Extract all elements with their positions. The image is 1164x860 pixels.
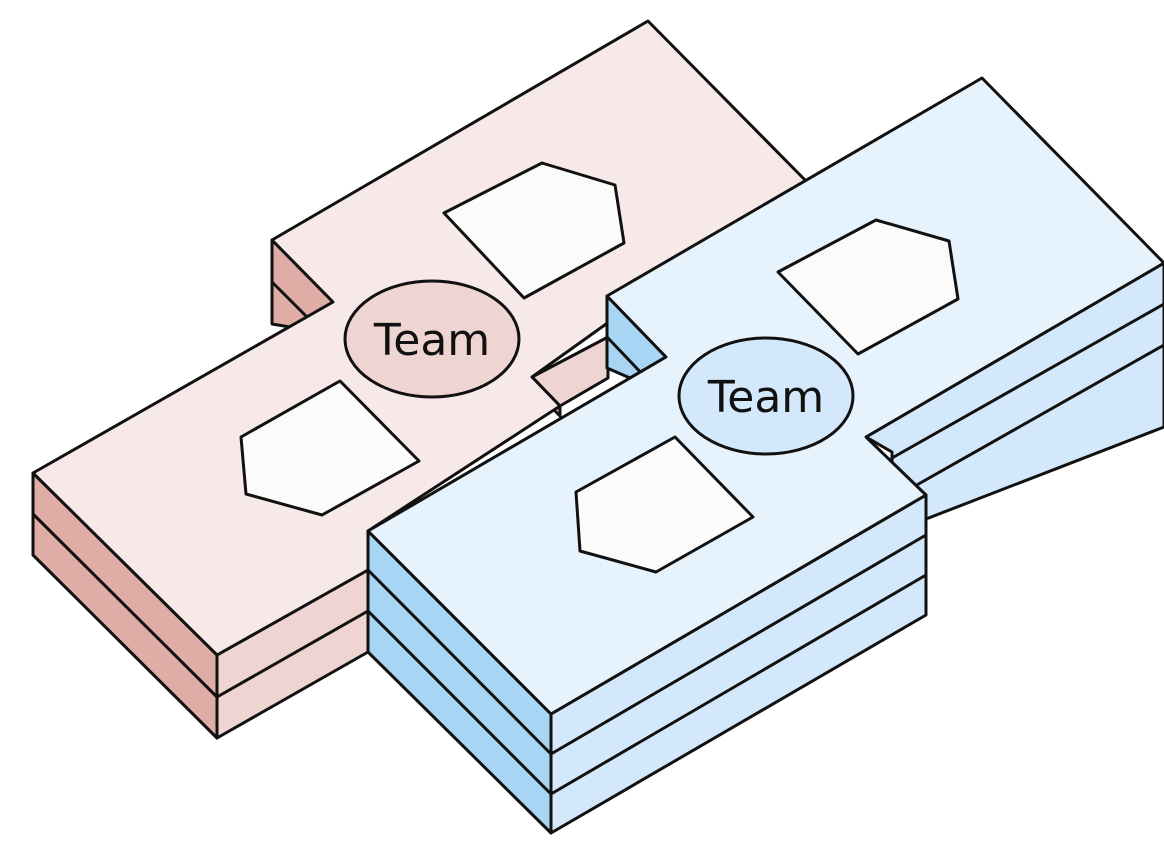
blue-seat-lower <box>574 435 755 574</box>
blue-left-layer-line-2 <box>366 609 553 796</box>
pink-team-label: Team <box>373 315 490 366</box>
team-block-pink: Team <box>31 19 808 740</box>
blue-seat-upper <box>776 218 960 356</box>
pink-seat-lower <box>239 379 421 517</box>
blue-right-layer-line-1 <box>890 302 1164 460</box>
team-block-blue: Team <box>366 76 1164 835</box>
blue-team-label: Team <box>707 372 824 423</box>
pink-team-badge <box>343 279 521 399</box>
blue-left-layer-line-1 <box>366 568 553 756</box>
blue-front-layer-line-2 <box>549 573 928 796</box>
pink-seat-upper <box>442 161 626 300</box>
blue-right-layer-line-2 <box>890 343 1164 501</box>
blue-team-badge <box>677 336 855 456</box>
pink-left-layer-line <box>31 512 219 699</box>
pink-front-layer-line <box>215 609 370 699</box>
blue-front-layer-line-1 <box>549 533 928 756</box>
